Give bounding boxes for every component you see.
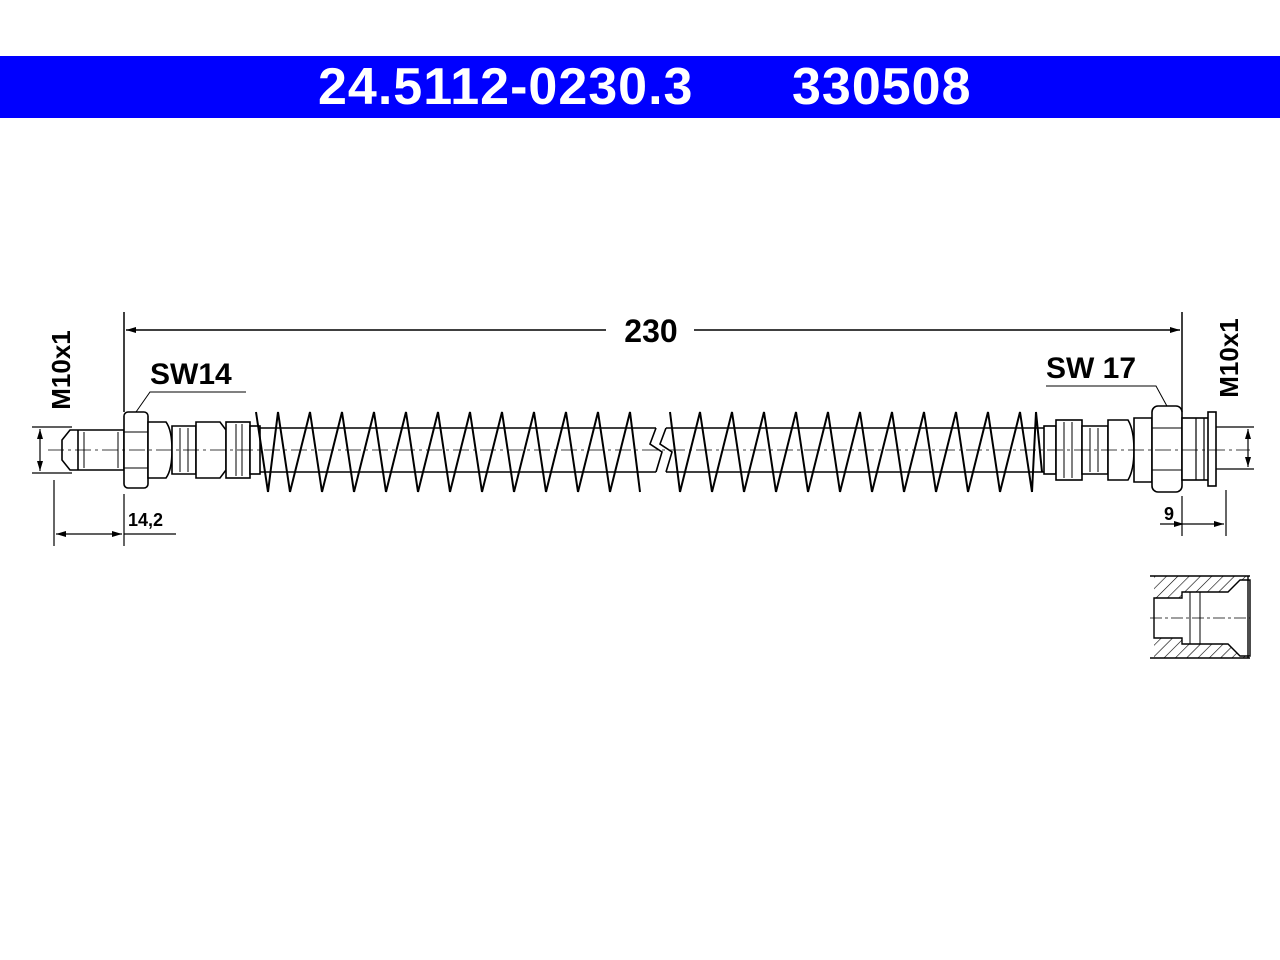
- right-depth-dimension: 9: [1160, 490, 1227, 536]
- right-wrench-size: SW 17: [1046, 352, 1169, 409]
- left-wrench-size: SW14: [135, 358, 246, 413]
- overall-length-dimension: 230: [123, 312, 1183, 412]
- left-thread-length-label: 14,2: [128, 510, 163, 530]
- left-fitting: [61, 411, 261, 489]
- left-thread-label: M10x1: [46, 330, 76, 410]
- right-thread-label: M10x1: [1214, 318, 1244, 398]
- hose-right-section: [666, 411, 1044, 493]
- overall-length-label: 230: [624, 313, 677, 349]
- part-number-title: 24.5112-0230.3: [318, 58, 694, 116]
- header-bar: [0, 56, 1280, 118]
- right-depth-label: 9: [1164, 504, 1174, 524]
- reference-number-title: 330508: [792, 58, 972, 116]
- left-wrench-size-label: SW14: [150, 358, 232, 391]
- right-wrench-size-label: SW 17: [1046, 352, 1136, 385]
- left-thread-dimension: M10x1: [32, 330, 76, 474]
- hose-break-symbol: [649, 427, 673, 473]
- hose-left-section: [255, 411, 656, 493]
- right-fitting: [1043, 405, 1217, 493]
- left-thread-length-dimension: 14,2: [53, 480, 176, 546]
- port-section-detail: [1150, 575, 1251, 659]
- right-thread-dimension: M10x1: [1212, 318, 1254, 470]
